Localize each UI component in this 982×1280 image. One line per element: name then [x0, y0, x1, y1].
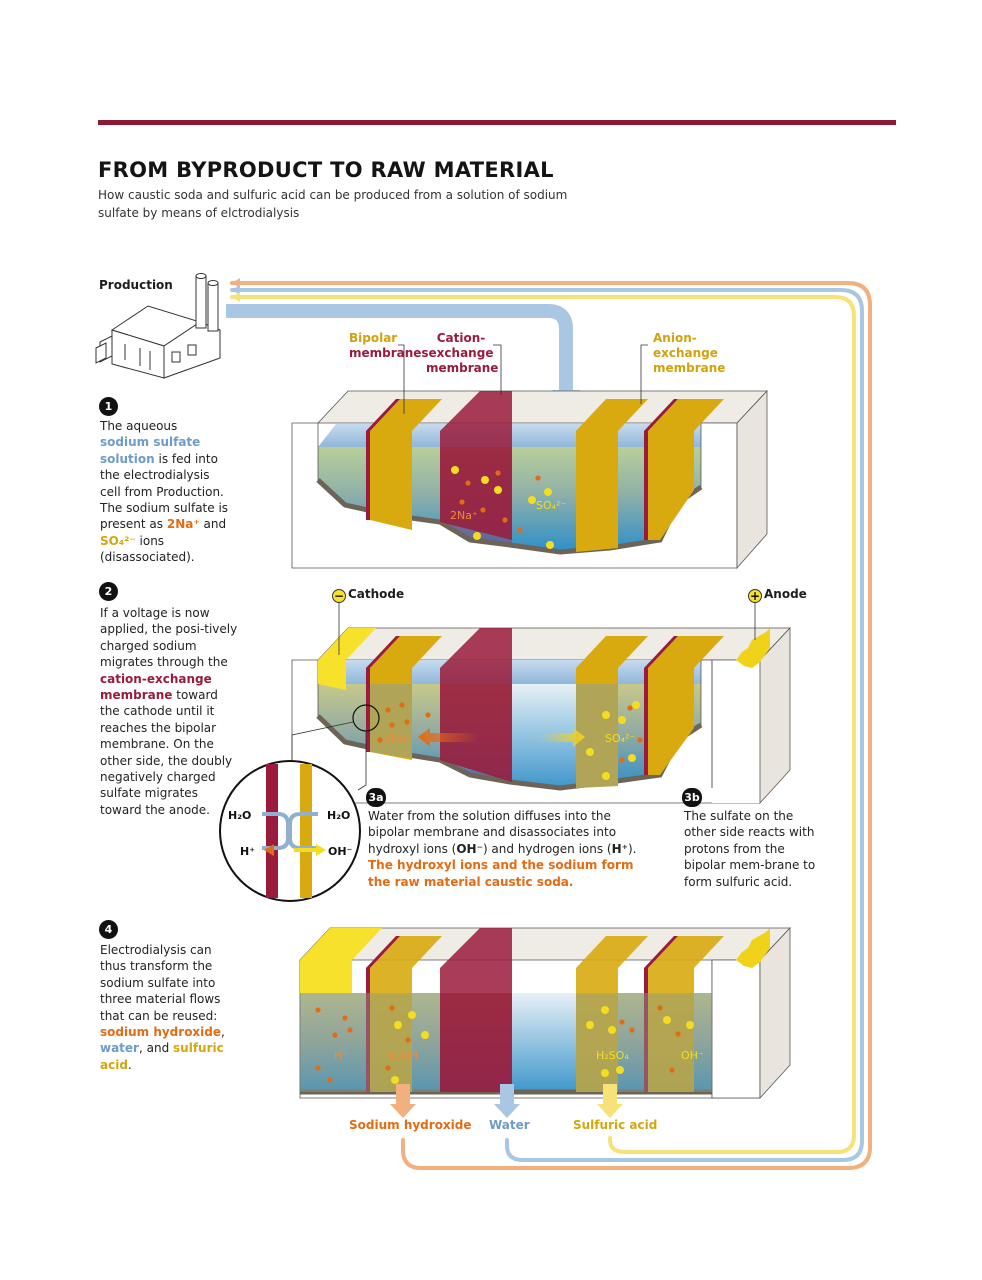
- sodium-hydroxide-output-label: Sodium hydroxide: [349, 1118, 472, 1132]
- cell-3-hydrogen-label: H⁺: [334, 1049, 348, 1062]
- cell-3-naoh-label: NaOH: [386, 1049, 418, 1062]
- top-rule: [98, 120, 896, 125]
- water-return-line: [230, 288, 864, 1162]
- factory-icon: [95, 273, 221, 379]
- step-1-text: The aqueous sodium sulfate solution is f…: [100, 419, 229, 565]
- cell-1-sodium-label: 2Na⁺: [450, 509, 478, 522]
- cathode-electrode: [318, 628, 376, 690]
- detail-hydroxyl-ion: OH⁻: [328, 845, 353, 858]
- detail-hydrogen-ion: H⁺: [240, 845, 255, 858]
- step-3b-text: The sulfate on the other side reacts wit…: [684, 809, 816, 889]
- anode-label: Anode: [764, 587, 807, 601]
- cell-2-sulfate-label: SO₄²⁻: [605, 732, 635, 745]
- cell-1-sodium-ions: [459, 470, 541, 533]
- cell-3-h2so4-label: H₂SO₄: [596, 1049, 629, 1062]
- cell-1-sulfate-label: SO₄²⁻: [536, 499, 566, 512]
- cell-2-sodium-label: 2Na⁺: [384, 731, 412, 744]
- step-2-number: 2: [99, 582, 118, 601]
- feed-flow-arrow: [226, 304, 573, 392]
- sulfate-migration-arrow: [540, 728, 585, 747]
- cell-1-bipolar-membrane-right: [648, 399, 724, 540]
- page-title: FROM BYPRODUCT TO RAW MATERIAL: [98, 158, 554, 182]
- step-4-number: 4: [99, 920, 118, 939]
- cell-2: 2Na⁺ SO₄²⁻: [291, 626, 791, 805]
- cell-3-ions-orange: [315, 1005, 681, 1083]
- membrane-callout-lines: [398, 344, 648, 414]
- cathode-label: Cathode: [348, 587, 405, 601]
- return-flow-lines: [230, 278, 872, 1170]
- step-1-number: 1: [99, 397, 118, 416]
- detail-h2o-left: H₂O: [228, 809, 251, 822]
- anode-electrode: [736, 628, 770, 668]
- cell-1-side-wall: [736, 389, 768, 570]
- cell-2-sulfate-ions: [586, 701, 640, 780]
- page-subtitle: How caustic soda and sulfuric acid can b…: [98, 188, 568, 220]
- sodium-migration-arrow: [418, 728, 478, 747]
- step-3a-text: Water from the solution diffuses into th…: [368, 809, 637, 889]
- step-4-text: Electrodialysis can thus transform the s…: [100, 943, 225, 1072]
- sodium-hydroxide-return-line: [230, 281, 872, 1170]
- cell-2-sodium-ions: [377, 702, 643, 763]
- sulfuric-acid-return-line: [230, 295, 856, 1154]
- cell-3: H⁺ NaOH H₂SO₄ OH⁻: [299, 926, 791, 1100]
- acid-output-arrow: [597, 1084, 623, 1118]
- sulfuric-acid-output-label: Sulfuric acid: [573, 1118, 658, 1132]
- svg-text:−: −: [334, 589, 344, 603]
- cell-1: 2Na⁺ SO₄²⁻: [291, 389, 768, 570]
- water-output-arrow: [494, 1084, 520, 1118]
- cathode-symbol: −: [332, 589, 346, 603]
- cell-3-hydroxyl-label: OH⁻: [681, 1049, 704, 1062]
- step-3b-number: 3b: [682, 788, 702, 807]
- cell-1-bipolar-membrane-left: [370, 399, 442, 530]
- cell-3-ions-yellow: [391, 1006, 694, 1084]
- bipolar-detail-circle: [219, 760, 361, 902]
- production-label: Production: [99, 278, 173, 292]
- detail-h2o-right: H₂O: [327, 809, 350, 822]
- cell-1-sulfate-ions: [451, 466, 554, 549]
- naoh-output-arrow: [390, 1084, 416, 1118]
- cell-1-cation-membrane: [440, 391, 512, 540]
- cell-1-anion-membrane: [576, 399, 648, 552]
- step-3a-number: 3a: [366, 788, 386, 807]
- water-output-label: Water: [489, 1118, 530, 1132]
- anode-symbol: +: [748, 589, 762, 603]
- svg-text:+: +: [750, 589, 760, 603]
- step-2-text: If a voltage is now applied, the posi-ti…: [100, 606, 238, 817]
